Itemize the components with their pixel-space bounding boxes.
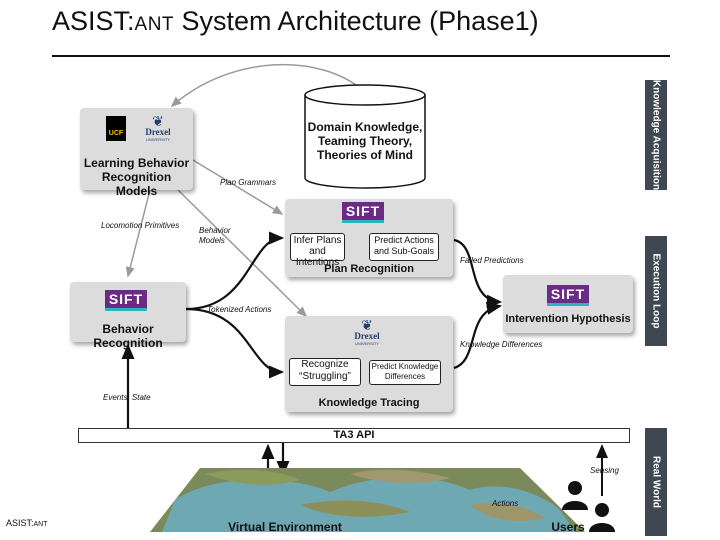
learning-models-label: Learning Behavior Recognition Models — [80, 156, 193, 198]
ucf-logo-text: UCF — [108, 130, 124, 137]
footer-a: ASIST: — [6, 518, 34, 528]
side-label: Knowledge Acquisition — [650, 79, 662, 191]
sift-logo: SIFT — [342, 202, 384, 223]
ucf-logo: UCF — [106, 116, 126, 141]
sift-logo: SIFT — [105, 290, 147, 311]
edge-label-knowledge-differences: Knowledge Differences — [460, 340, 543, 349]
predict-actions-line2: and Sub-Goals — [373, 246, 435, 256]
edge-label-failed: Failed Predictions — [460, 256, 524, 265]
predict-knowledge-line1: Predict Knowledge — [371, 362, 439, 371]
knowledge-tracing-box: ❦ Drexel UNIVERSITY Recognize “Strugglin… — [285, 316, 453, 412]
title-rule — [52, 55, 670, 57]
edge-label-actions: Actions — [492, 499, 519, 508]
predict-knowledge-line2: Differences — [384, 372, 426, 381]
side-label: Execution Loop — [650, 253, 662, 329]
recognize-struggling-box: Recognize “Struggling” — [289, 358, 361, 386]
arrow-behavior-to-plan — [185, 231, 285, 311]
title-rest: System Architecture (Phase1) — [174, 6, 539, 36]
plan-recognition-label: Plan Recognition — [324, 263, 414, 275]
learning-models-box: UCF ❦ Drexel UNIVERSITY Learning Behavio… — [80, 108, 193, 198]
edge-label-sensing: Sensing — [590, 466, 619, 475]
recognize-line1: Recognize — [301, 359, 349, 370]
virtual-environment-label: Virtual Environment — [228, 520, 342, 534]
drexel-logo-sub: UNIVERSITY — [145, 137, 170, 142]
domain-knowledge-label: Domain Knowledge, Teaming Theory, Theori… — [305, 120, 425, 162]
knowledge-tracing-label: Knowledge Tracing — [318, 397, 420, 409]
edge-label-behavior: Behavior — [199, 226, 231, 235]
predict-knowledge-box: Predict Knowledge Differences — [369, 360, 441, 385]
intervention-box: SIFT Intervention Hypothesis — [503, 275, 633, 333]
arrow-behavior-to-knowledge — [185, 307, 285, 379]
edge-label-plan-grammars: Plan Grammars — [220, 178, 277, 187]
plan-recognition-box: SIFT Infer Plans and Intentions Predict … — [285, 199, 453, 277]
drexel-logo-text: Drexel — [145, 127, 171, 137]
recognize-line2: “Struggling” — [299, 371, 351, 382]
domain-line1: Domain Knowledge, — [307, 120, 423, 134]
behavior-recognition-box: SIFT Behavior Recognition — [70, 282, 186, 350]
drexel-dragon-icon: ❦ — [152, 113, 164, 129]
side-execution-loop: Execution Loop — [645, 236, 667, 346]
side-knowledge-acquisition: Knowledge Acquisition — [645, 80, 667, 190]
domain-cylinder — [304, 84, 426, 189]
infer-plans-line1: Infer Plans — [293, 235, 342, 246]
arrow-learning-to-behavior — [125, 189, 151, 278]
drexel-dragon-icon: ❦ — [361, 317, 373, 333]
domain-line2: Teaming Theory, — [317, 134, 413, 148]
sift-logo: SIFT — [547, 285, 589, 306]
learning-models-line2: Recognition Models — [101, 170, 172, 198]
arrow-plan-to-intervention — [453, 238, 503, 308]
edge-label-tokenized: Tokenized Actions — [207, 305, 272, 314]
title-ant: ANT — [134, 14, 175, 35]
ta3-api-bar: TA3 API — [78, 428, 630, 443]
infer-plans-line2: and Intentions — [295, 246, 340, 268]
arrow-learning-to-plan — [192, 159, 284, 215]
terrain-image — [150, 468, 585, 532]
intervention-label: Intervention Hypothesis — [505, 313, 631, 325]
users-label: Users — [551, 520, 585, 534]
drexel-logo: ❦ Drexel UNIVERSITY — [140, 114, 176, 142]
title-part: ASIST: — [52, 6, 135, 36]
arrow-knowledge-to-intervention — [453, 301, 503, 370]
arrow-learning-to-knowledge — [177, 189, 308, 318]
arrow-domain-to-learning — [170, 63, 366, 107]
infer-plans-box: Infer Plans and Intentions — [290, 233, 345, 268]
footer-b: ANT — [33, 521, 48, 528]
learning-models-line1: Learning Behavior — [83, 156, 190, 170]
users-icon — [562, 481, 615, 532]
edge-label-behavior-models: Behavior Models — [199, 226, 231, 246]
predict-actions-line1: Predict Actions — [374, 235, 434, 245]
footer-label: ASIST:ANT — [6, 518, 48, 528]
side-label: Real World — [650, 455, 662, 509]
domain-line3: Theories of Mind — [317, 148, 413, 162]
drexel-logo-text: Drexel — [354, 331, 380, 341]
side-real-world: Real World — [645, 428, 667, 536]
predict-actions-box: Predict Actions and Sub-Goals — [369, 233, 439, 261]
drexel-logo: ❦ Drexel UNIVERSITY — [347, 318, 387, 346]
edge-label-models: Models — [199, 236, 225, 245]
edge-label-locomotion: Locomotion Primitives — [101, 221, 180, 230]
page-title: ASIST:ANT System Architecture (Phase1) — [52, 6, 539, 37]
behavior-recognition-label: Behavior Recognition — [93, 322, 163, 350]
drexel-logo-sub: UNIVERSITY — [354, 341, 379, 346]
edge-label-events: Events, State — [103, 393, 151, 402]
